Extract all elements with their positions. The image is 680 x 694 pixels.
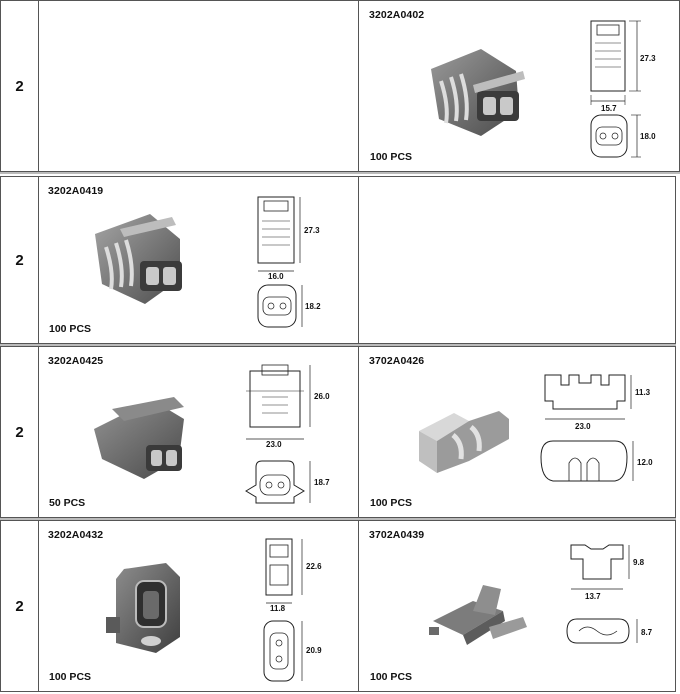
width-dimension: 11.8 [270,604,286,613]
width-dimension: 16.0 [268,272,284,281]
part-number: 3202A0419 [48,185,104,197]
part-number: 3702A0426 [369,355,425,367]
product-cell: 3202A0425 26.0 23.0 18.7 [38,347,358,517]
height-dimension: 27.3 [304,226,320,235]
connector-photo [431,49,525,136]
connector-photo [95,214,182,304]
product-cell: 3702A0439 9.8 13.7 8.7 100 PCS [358,521,675,691]
quantity-cell: 2 [1,177,39,343]
face-dimension: 20.9 [306,646,322,655]
width-dimension: 13.7 [585,592,601,601]
height-dimension: 22.6 [306,562,322,571]
height-dimension: 9.8 [633,558,645,567]
dimension-drawing: 11.3 23.0 12.0 [540,374,653,482]
part-number: 3202A0402 [369,9,425,21]
package-quantity: 100 PCS [370,151,413,163]
width-dimension: 23.0 [575,422,591,431]
package-quantity: 100 PCS [49,671,92,683]
product-cell: 3702A0426 11.3 23.0 12.0 100 PCS [358,347,675,517]
connector-photo [106,563,180,653]
tpa-clip-photo [429,585,527,645]
face-dimension: 12.0 [637,458,653,467]
part-number: 3702A0439 [369,529,425,541]
part-number: 3202A0432 [48,529,104,541]
quantity-cell: 2 [1,1,39,171]
package-quantity: 100 PCS [370,497,413,509]
connector-photo [94,397,184,479]
face-dimension: 18.2 [305,302,321,311]
table-row: 2 3202A0402 27.3 15.7 [0,0,680,172]
package-quantity: 100 PCS [370,671,413,683]
product-cell: 3202A0419 27.3 16.0 18.2 [38,177,358,343]
height-dimension: 11.3 [635,388,651,397]
width-dimension: 23.0 [266,440,282,449]
dimension-drawing: 22.6 11.8 20.9 [263,538,322,682]
empty-cell [358,177,675,343]
height-dimension: 27.3 [640,54,656,63]
height-dimension: 26.0 [314,392,330,401]
face-dimension: 8.7 [641,628,653,637]
part-number: 3202A0425 [48,355,104,367]
empty-cell [38,1,358,171]
face-dimension: 18.0 [640,132,656,141]
face-dimension: 18.7 [314,478,330,487]
package-quantity: 50 PCS [49,497,86,509]
tpa-clip-photo [419,411,509,473]
product-cell: 3202A0402 27.3 15.7 [358,1,679,171]
package-quantity: 100 PCS [49,323,92,335]
width-dimension: 15.7 [601,104,617,113]
table-row: 2 3202A0432 22.6 11.8 20.9 100 PCS [0,520,676,692]
table-row: 2 3202A0425 26.0 23.0 18.7 [0,346,676,518]
dimension-drawing: 27.3 15.7 18.0 [590,20,656,158]
product-cell: 3202A0432 22.6 11.8 20.9 100 PCS [38,521,358,691]
table-row: 2 3202A0419 27.3 16.0 [0,176,676,344]
quantity-cell: 2 [1,347,39,517]
dimension-drawing: 9.8 13.7 8.7 [566,544,653,644]
dimension-drawing: 26.0 23.0 18.7 [245,364,330,504]
dimension-drawing: 27.3 16.0 18.2 [257,196,321,328]
quantity-cell: 2 [1,521,39,691]
